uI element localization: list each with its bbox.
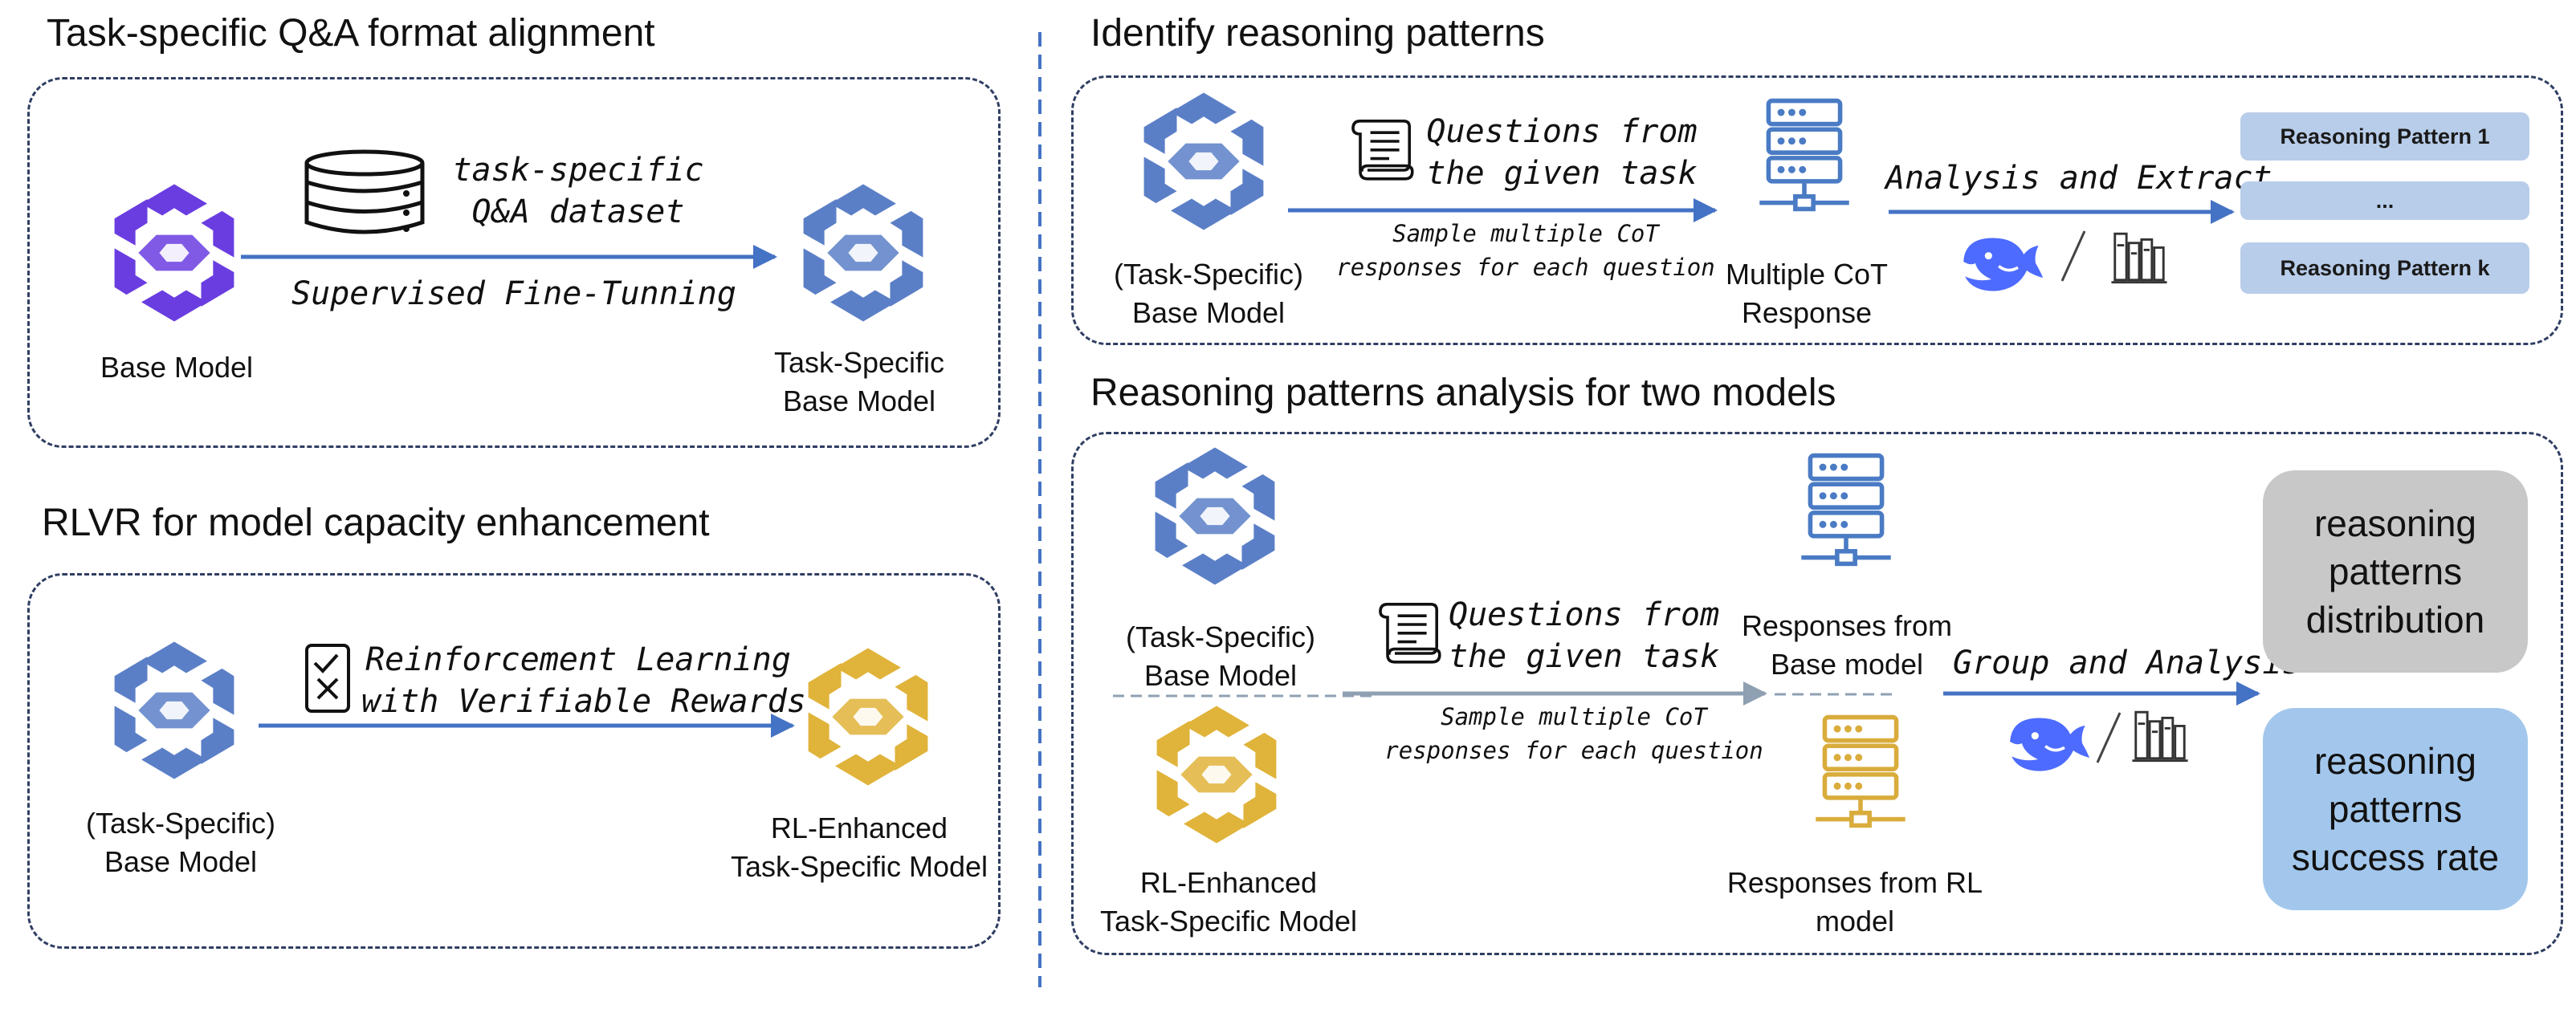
patterns-success-rate-box: reasoning patterns success rate — [2263, 708, 2528, 910]
panel-separator — [1038, 32, 1041, 987]
analysis-group-label: Group and Analysis — [1953, 645, 2301, 681]
analysis-panel-title: Reasoning patterns analysis for two mode… — [1090, 372, 1836, 414]
identify-extract-arrow — [1889, 200, 2235, 224]
rlvr-target-model-label: RL-Enhanced Task-Specific Model — [730, 812, 988, 883]
response-divider — [1775, 693, 1895, 696]
slash-divider — [2096, 712, 2122, 763]
whale-icon — [1956, 225, 2044, 299]
identify-source-model-label: (Task-Specific) Base Model — [1113, 258, 1304, 329]
analysis-base-model-label: (Task-Specific) Base Model — [1125, 620, 1316, 692]
books-icon — [2110, 228, 2168, 286]
identify-sample-label: Sample multiple CoT responses for each q… — [1336, 220, 1715, 281]
server-icon — [1800, 713, 1921, 838]
sft-arrow-label: Supervised Fine-Tunning — [291, 275, 736, 312]
model-logo-icon — [1129, 87, 1278, 236]
analysis-panel — [1071, 432, 2563, 955]
rlvr-arrow — [259, 714, 795, 738]
sft-panel-title: Task-specific Q&A format alignment — [47, 12, 655, 55]
identify-response-label: Multiple CoT Response — [1725, 258, 1889, 329]
analysis-rl-responses-label: Responses from RL model — [1726, 866, 1983, 938]
analysis-group-arrow — [1943, 681, 2260, 706]
rlvr-arrow-label: Reinforcement Learning with Verifiable R… — [361, 641, 806, 720]
books-icon — [2131, 706, 2189, 764]
reasoning-pattern-item: ... — [2240, 181, 2529, 220]
analysis-base-responses-label: Responses from Base model — [1741, 609, 1953, 681]
analysis-rl-model-label: RL-Enhanced Task-Specific Model — [1099, 866, 1358, 938]
patterns-distribution-box: reasoning patterns distribution — [2263, 470, 2528, 673]
rlvr-panel — [27, 573, 1001, 949]
identify-panel — [1071, 75, 2563, 345]
sft-panel — [27, 77, 1001, 448]
analysis-sample-label: Sample multiple CoT responses for each q… — [1384, 703, 1763, 764]
identify-extract-label: Analysis and Extract — [1885, 160, 2272, 197]
sft-arrow — [241, 245, 777, 269]
sft-dataset-label: task-specific Q&A dataset — [452, 152, 704, 230]
model-logo-icon — [100, 178, 249, 327]
scroll-icon — [1373, 596, 1445, 668]
reasoning-pattern-item: Reasoning Pattern 1 — [2240, 112, 2529, 161]
rlvr-panel-title: RLVR for model capacity enhancement — [42, 502, 710, 544]
sft-target-model-label: Task-Specific Base Model — [773, 346, 945, 417]
identify-panel-title: Identify reasoning patterns — [1090, 12, 1545, 55]
whale-icon — [2003, 705, 2091, 779]
model-logo-icon — [100, 636, 249, 785]
model-logo-icon — [793, 642, 943, 791]
slash-divider — [2060, 230, 2086, 282]
analysis-sample-arrow — [1343, 681, 1767, 706]
model-logo-icon — [1140, 441, 1290, 591]
model-logo-icon — [789, 178, 938, 327]
sft-source-model-label: Base Model — [100, 351, 254, 384]
analysis-questions-label: Questions from the given task — [1449, 596, 1720, 675]
checklist-icon — [304, 642, 352, 714]
server-icon — [1786, 451, 1906, 576]
scroll-icon — [1346, 112, 1418, 185]
reasoning-pattern-item: Reasoning Pattern k — [2240, 242, 2529, 294]
identify-questions-label: Questions from the given task — [1426, 113, 1698, 192]
rlvr-source-model-label: (Task-Specific) Base Model — [85, 807, 276, 878]
server-icon — [1744, 96, 1865, 222]
database-icon — [300, 146, 429, 239]
identify-sample-arrow — [1288, 198, 1718, 222]
model-logo-icon — [1142, 700, 1291, 849]
model-divider — [1113, 694, 1378, 698]
